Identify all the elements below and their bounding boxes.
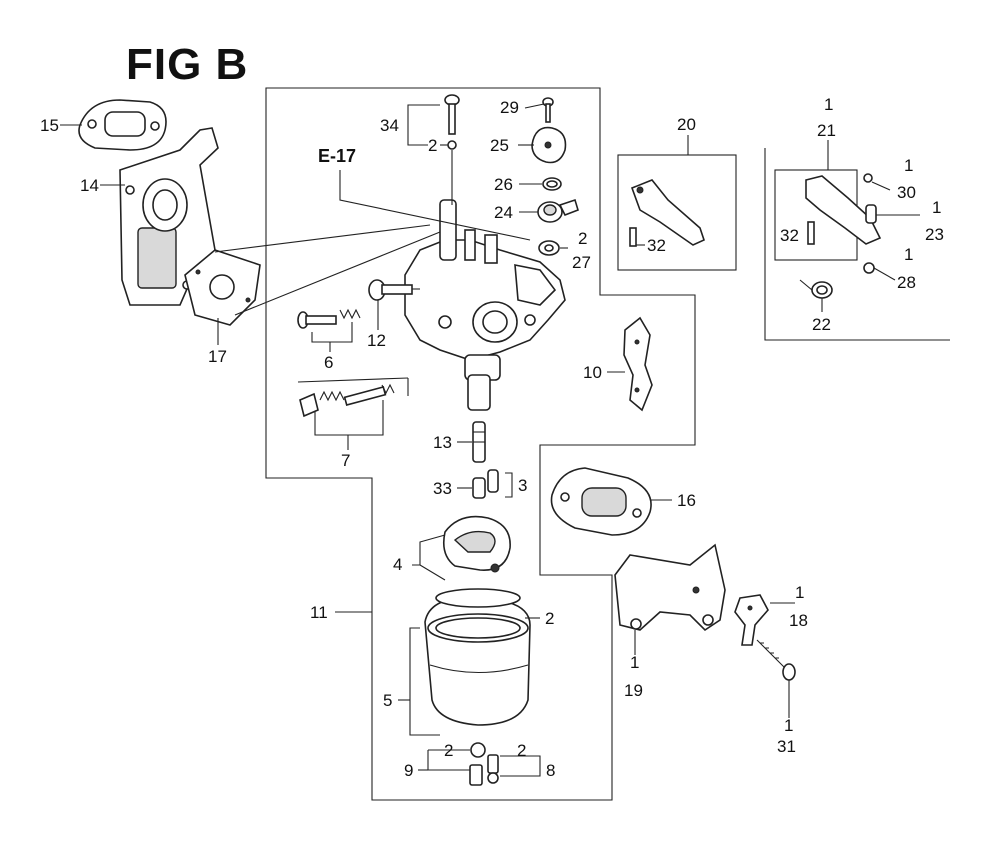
carburetor-assembly-outline [265, 87, 696, 801]
bracket-14 [119, 127, 219, 306]
callout-1-part-30: 1 [904, 156, 913, 175]
figure-title: FIG B [126, 40, 249, 89]
callout-13: 13 [433, 433, 452, 452]
nozzle-13 [472, 421, 486, 463]
callout-6: 6 [324, 353, 333, 372]
gasket-27 [538, 240, 560, 256]
callout-3: 3 [518, 476, 527, 495]
part-20-box [617, 154, 737, 271]
callout-1-part-31: 1 [784, 716, 793, 735]
callout-1-part-18: 1 [795, 583, 804, 602]
callout-31: 31 [777, 737, 796, 756]
reference-label-e17: E-17 [318, 146, 356, 166]
callout-32-box20: 32 [647, 236, 666, 255]
callout-29: 29 [500, 98, 519, 117]
throttle-lever-21 [805, 173, 882, 274]
callout-19: 19 [624, 681, 643, 700]
bowl-gasket-2 [435, 588, 521, 608]
callout-20: 20 [677, 115, 696, 134]
callout-23: 23 [925, 225, 944, 244]
e17-leader [339, 170, 531, 241]
callout-7: 7 [341, 451, 350, 470]
drain-screw-8 [487, 754, 499, 784]
callout-4: 4 [393, 555, 402, 574]
carburetor-body [404, 199, 566, 411]
callout-28: 28 [897, 273, 916, 292]
callout-24: 24 [494, 203, 513, 222]
screw-34 [444, 94, 460, 205]
float-4 [442, 515, 511, 573]
gasket-17 [184, 249, 261, 326]
leader-gasket-17-to-carburetor-b [214, 224, 431, 253]
screw-6 [297, 308, 361, 329]
callout-10: 10 [583, 363, 602, 382]
screw-12 [368, 279, 420, 301]
callout-1-part-23: 1 [932, 198, 941, 217]
screw-7 [299, 383, 395, 418]
callout-27: 27 [572, 253, 591, 272]
callout-30: 30 [897, 183, 916, 202]
screw-29 [542, 97, 554, 123]
callout-14: 14 [80, 176, 99, 195]
callout-2-top: 2 [428, 136, 437, 155]
callout-1-part-21: 1 [824, 95, 833, 114]
callout-11: 11 [310, 603, 328, 622]
callout-2-upper-right: 2 [578, 229, 587, 248]
leader-7-top [297, 377, 409, 383]
callout-22: 22 [812, 315, 831, 334]
lever-18 [734, 594, 769, 646]
callout-12: 12 [367, 331, 386, 350]
bracket-10 [623, 316, 653, 412]
gasket-16 [550, 467, 652, 536]
drain-bolt-9 [469, 742, 486, 786]
leader-lines [60, 103, 920, 777]
spring-26 [542, 177, 562, 191]
callout-1-part-28: 1 [904, 245, 913, 264]
part-21-group-outline [764, 148, 950, 341]
callout-labels: 15 14 17 34 2 29 25 26 24 2 27 12 6 7 13… [40, 95, 944, 780]
callout-15: 15 [40, 116, 59, 135]
bracket-19 [614, 543, 726, 632]
choke-lever-20 [629, 179, 705, 247]
callout-18: 18 [789, 611, 808, 630]
callout-5: 5 [383, 691, 392, 710]
cover-25 [531, 126, 567, 164]
leader-gasket-17-to-carburetor [234, 231, 441, 316]
callout-1-part-19: 1 [630, 653, 639, 672]
callout-32-box21: 32 [780, 226, 799, 245]
callout-9: 9 [404, 761, 413, 780]
callout-33: 33 [433, 479, 452, 498]
jet-33 [472, 469, 499, 499]
callout-2-bowl: 2 [545, 609, 554, 628]
callout-8: 8 [546, 761, 555, 780]
spring-22 [799, 279, 833, 299]
callout-34: 34 [380, 116, 399, 135]
gasket-15 [78, 99, 167, 151]
float-bowl-5 [424, 596, 531, 726]
callout-26: 26 [494, 175, 513, 194]
callout-25: 25 [490, 136, 509, 155]
callout-21: 21 [817, 121, 836, 140]
callout-17: 17 [208, 347, 227, 366]
callout-16: 16 [677, 491, 696, 510]
callout-2-bottom-right: 2 [517, 741, 526, 760]
diaphragm-24 [537, 198, 579, 223]
callout-2-bottom-left: 2 [444, 741, 453, 760]
screw-31 [756, 639, 796, 681]
